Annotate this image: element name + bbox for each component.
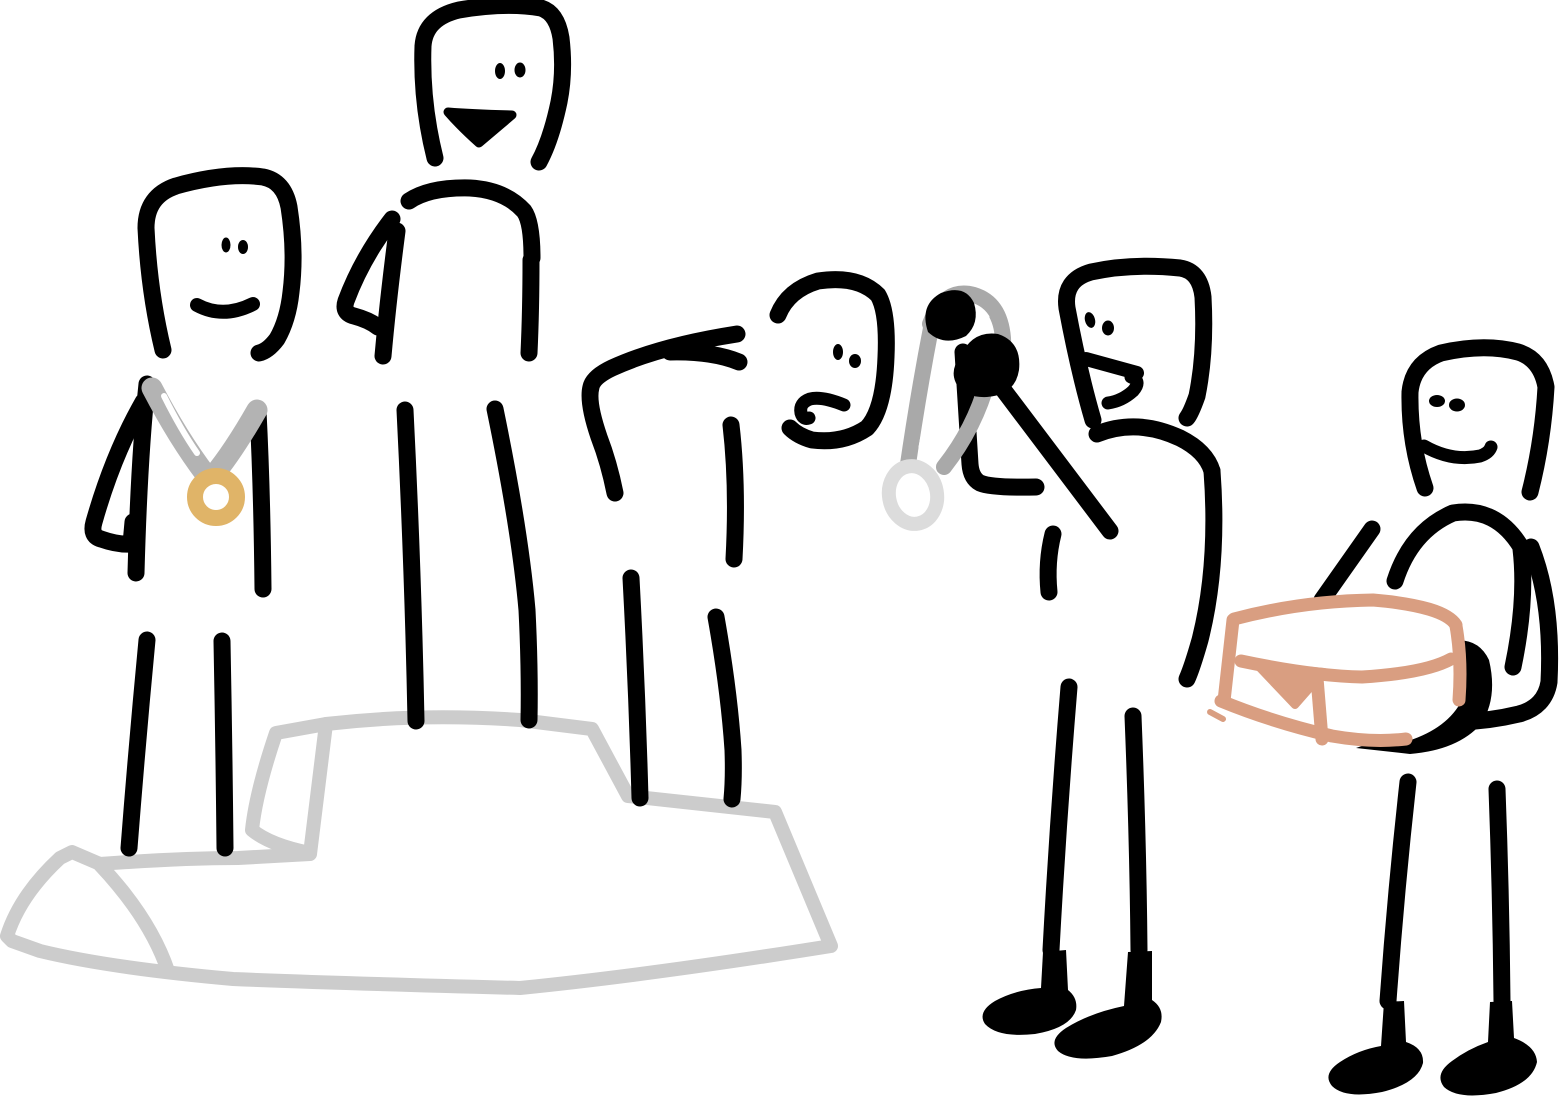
medal-box-front-divider <box>1310 671 1329 746</box>
silver-medalist-figure <box>581 271 895 808</box>
champion-right-eye-icon <box>514 62 526 78</box>
presenter-left-leg <box>1042 678 1078 959</box>
presenter-torso-right <box>1178 462 1223 688</box>
box-carrier-shoulders <box>1386 503 1530 590</box>
champion-left-leg <box>396 401 425 730</box>
box-carrier-left-leg <box>1379 773 1417 1010</box>
presenter-shoulders <box>1088 418 1221 480</box>
champion-torso-right <box>520 251 540 362</box>
presenter-figure <box>881 257 1223 1059</box>
champion-figure <box>336 0 572 730</box>
presenter-right-eye-icon <box>1102 320 1114 336</box>
gold-medalist-right-eye-icon <box>238 240 248 254</box>
gold-medalist-left-eye-icon <box>221 237 231 253</box>
silver-medalist-front-arm <box>722 416 744 568</box>
presenter-right-shoe <box>1054 951 1162 1059</box>
box-carrier-right-arm <box>1450 538 1559 731</box>
presenter-hand-lower <box>953 333 1020 398</box>
box-carrier-torso-right <box>1504 540 1532 676</box>
presenter-torso-left <box>1039 525 1062 601</box>
box-carrier-left-arm <box>1313 520 1381 609</box>
silver-ribbon-left-strand <box>899 320 939 479</box>
presenter-left-eye-icon <box>1084 312 1096 328</box>
box-carrier-right-leg <box>1488 780 1511 1010</box>
champion-torso-left <box>374 222 406 365</box>
gold-ribbon-left-strand <box>141 377 217 486</box>
gold-ribbon-right-strand <box>202 399 268 487</box>
presenter-hand-upper <box>925 290 976 341</box>
champion-right-leg <box>486 400 538 729</box>
champion-head <box>414 0 572 171</box>
presenter-left-shoe <box>982 950 1077 1035</box>
podium <box>0 710 838 995</box>
presenter-mouth-upper <box>1079 352 1144 380</box>
gold-medalist-left-leg <box>120 631 156 857</box>
silver-medalist-head <box>769 271 895 450</box>
box-carrier-left-shoe <box>1328 1001 1424 1095</box>
gold-medalist-smile <box>190 297 260 319</box>
champion-shoulders <box>400 179 541 267</box>
gold-medalist-arm <box>84 393 152 553</box>
box-carrier-left-eye-icon <box>1429 395 1445 407</box>
gold-medal-icon <box>187 468 245 526</box>
podium-top-step-side-face <box>245 717 333 860</box>
gold-ribbon-highlight <box>161 393 200 456</box>
silver-medalist-left-leg <box>622 569 649 807</box>
medal-box-clasp <box>1254 662 1328 709</box>
medal-box-lid-top <box>1227 593 1463 632</box>
medal-box-stray-mark <box>1207 709 1226 722</box>
podium-low-step-side-face <box>93 858 175 978</box>
gold-medalist-figure <box>84 167 302 857</box>
champion-smirk <box>443 107 517 148</box>
gold-medalist-torso-right <box>249 402 272 598</box>
silver-medal-icon <box>881 459 945 531</box>
medal-box-left-edge <box>1217 613 1240 708</box>
presenter-head <box>1058 257 1213 429</box>
silver-medalist-right-leg <box>707 608 742 808</box>
presenter-right-leg <box>1124 707 1148 959</box>
box-carrier-figure <box>1207 339 1559 1096</box>
silver-medalist-neck <box>661 343 748 371</box>
medal-box-bottom-edge <box>1214 694 1413 747</box>
silver-medalist-left-eye-icon <box>833 344 843 360</box>
medal-box-right-edge <box>1449 619 1467 707</box>
box-carrier-head <box>1401 339 1555 501</box>
silver-medalist-right-eye-icon <box>849 354 861 368</box>
gold-medalist-head <box>137 167 302 362</box>
presenter-right-arm <box>993 379 1119 540</box>
silver-medalist-mouth <box>794 391 851 425</box>
medal-box <box>1207 593 1467 747</box>
champion-arm <box>336 210 401 336</box>
gold-medalist-right-leg <box>213 632 234 857</box>
box-carrier-smile <box>1417 439 1498 465</box>
champion-left-eye-icon <box>495 63 505 79</box>
presenter-left-arm <box>954 343 1045 496</box>
box-carrier-right-shoe <box>1440 1001 1537 1096</box>
presenter-mouth-lower <box>1101 370 1144 410</box>
box-carrier-right-eye-icon <box>1449 398 1465 412</box>
silver-ribbon-highlight-left <box>918 337 944 450</box>
